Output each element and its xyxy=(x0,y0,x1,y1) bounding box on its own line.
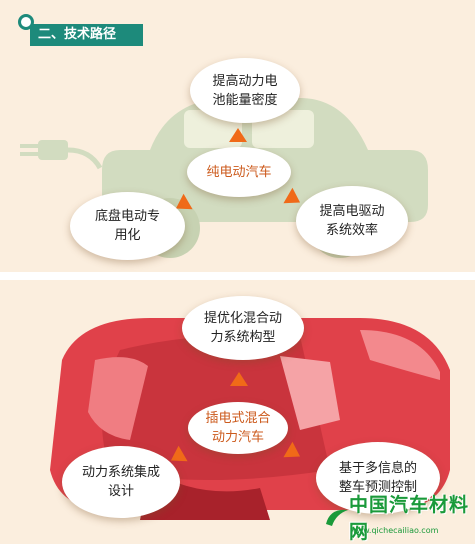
node-top-hybrid: 提优化混合动力系统构型 xyxy=(182,296,304,360)
watermark-url: www.qichecailiao.com xyxy=(350,526,439,535)
section-divider xyxy=(0,272,475,280)
watermark-logo-icon xyxy=(326,509,348,526)
node-left-pure-ev: 底盘电动专用化 xyxy=(70,192,185,260)
node-right-hybrid: 基于多信息的整车预测控制 xyxy=(316,442,440,514)
arrow-up-icon xyxy=(230,372,248,386)
node-center-pure-ev: 纯电动汽车 xyxy=(187,147,291,197)
node-left-hybrid: 动力系统集成设计 xyxy=(62,446,180,518)
arrow-up-icon xyxy=(229,128,247,142)
title-bullet-icon xyxy=(18,14,34,30)
node-right-pure-ev: 提高电驱动系统效率 xyxy=(296,186,408,256)
node-center-hybrid: 插电式混合动力汽车 xyxy=(188,402,288,454)
node-top-pure-ev: 提高动力电池能量密度 xyxy=(190,58,300,123)
section-title: 二、技术路径 xyxy=(30,24,143,46)
